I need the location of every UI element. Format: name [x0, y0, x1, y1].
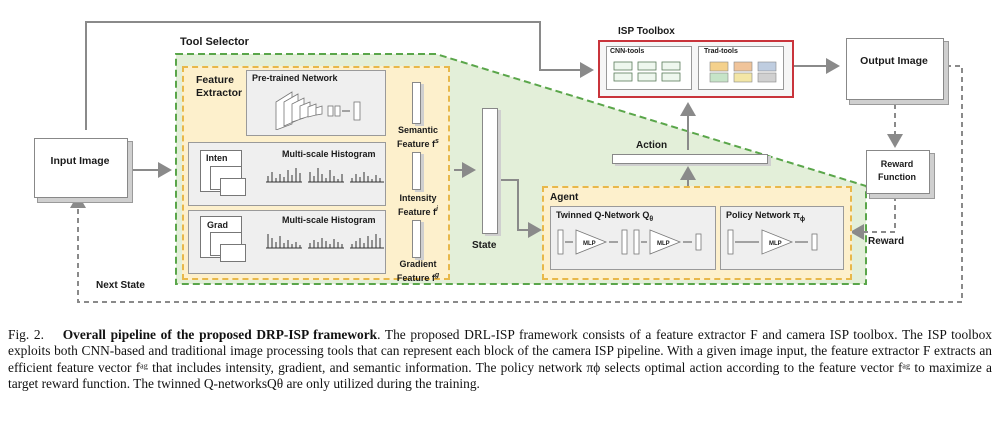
- caption-title: Overall pipeline of the proposed DRP-ISP…: [62, 327, 378, 342]
- reward-to-agent-arrow: [850, 196, 896, 240]
- multiscale-histogram-label-2: Multi-scale Histogram: [282, 215, 376, 225]
- semantic-feature-label: Semantic Feature fs: [397, 125, 439, 149]
- figure-number: Fig. 2.: [8, 327, 44, 342]
- trad-tools-label: Trad-tools: [704, 48, 738, 55]
- output-image-box: [846, 38, 944, 100]
- semantic-feature-vector: [412, 82, 421, 124]
- cnn-layers-graphic: [275, 91, 361, 130]
- feature-extractor-label: Feature Extractor: [196, 74, 243, 99]
- state-label: State: [472, 240, 497, 251]
- cnn-tools-grid: [613, 61, 681, 82]
- cnn-tools-label: CNN-tools: [610, 48, 645, 55]
- policy-network-graphic: MLP: [727, 229, 818, 255]
- output-image-label: Output Image: [860, 55, 928, 67]
- action-label: Action: [636, 140, 668, 151]
- pretrained-network-label: Pre-trained Network: [252, 73, 338, 83]
- input-to-isp-line: [85, 21, 594, 130]
- policy-network-label: Policy Network πϕ: [726, 210, 806, 223]
- next-state-loop: [70, 65, 963, 303]
- multiscale-histogram-label-1: Multi-scale Histogram: [282, 149, 376, 159]
- reward-label: Reward: [868, 236, 905, 247]
- intensity-feature-vector: [412, 152, 421, 190]
- gradient-feature-vector: [412, 220, 421, 258]
- grad-image-3: [220, 244, 246, 262]
- intensity-histograms: [266, 168, 384, 183]
- gradient-feature-label: Gradient Feature fg: [396, 259, 440, 283]
- state-to-agent-arrow: [500, 179, 542, 238]
- intensity-feature-label: Intensity Feature fi: [398, 193, 438, 217]
- action-vector: [612, 154, 768, 164]
- trad-tools-grid: [709, 61, 777, 83]
- q-network-graphic: MLP MLP: [557, 229, 702, 255]
- agent-label: Agent: [550, 192, 579, 203]
- inten-image-3: [220, 178, 246, 196]
- state-vector: [482, 108, 498, 234]
- input-image-label: Input Image: [50, 155, 110, 167]
- mlp-text-2: MLP: [657, 241, 670, 247]
- gradient-histograms: [266, 234, 384, 249]
- tool-selector-label: Tool Selector: [180, 36, 249, 48]
- mlp-text-1: MLP: [583, 241, 596, 247]
- pretrained-network-panel: [246, 70, 386, 136]
- input-image-box: [34, 138, 128, 198]
- figure-caption: Fig. 2. Overall pipeline of the proposed…: [8, 327, 992, 393]
- mlp-text-3: MLP: [769, 241, 782, 247]
- twinned-q-network-label: Twinned Q-Network Qθ: [556, 210, 654, 223]
- next-state-label: Next State: [96, 280, 145, 291]
- reward-function-label: Reward Function: [878, 159, 916, 182]
- caption-body: . The proposed DRL-ISP framework consist…: [8, 327, 992, 392]
- reward-function-box: [866, 150, 930, 194]
- isp-toolbox-label: ISP Toolbox: [618, 26, 675, 37]
- inten-label: Inten: [206, 153, 228, 163]
- grad-label: Grad: [207, 220, 229, 230]
